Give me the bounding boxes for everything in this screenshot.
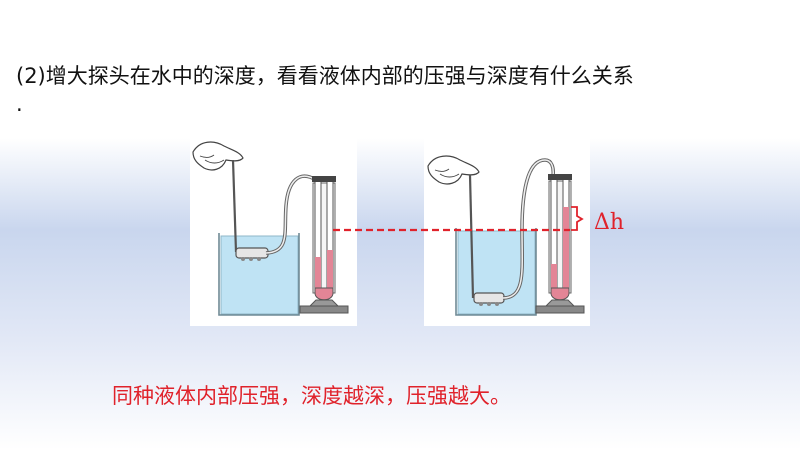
left-rubber-tube-inner xyxy=(265,175,317,254)
right-hand-fingers xyxy=(434,168,460,178)
right-probe-rod xyxy=(468,174,475,299)
left-tube-cap xyxy=(312,176,336,182)
question-text: (2)增大探头在水中的深度，看看液体内部的压强与深度有什么关系 . xyxy=(16,58,796,122)
left-hand xyxy=(192,141,244,171)
right-probe-head xyxy=(473,292,505,304)
left-liquid-column xyxy=(315,257,321,290)
right-u-bend xyxy=(550,287,570,301)
left-probe-dot xyxy=(257,257,261,261)
left-stand-base xyxy=(299,305,349,314)
right-probe-dot xyxy=(487,302,491,306)
shallow-probe-figure xyxy=(190,138,357,326)
right-liquid-column xyxy=(563,207,569,290)
question-line: (2)增大探头在水中的深度，看看液体内部的压强与深度有什么关系 xyxy=(16,64,634,88)
right-probe-dot xyxy=(495,302,499,306)
right-beaker xyxy=(455,228,537,316)
left-beaker xyxy=(218,233,300,316)
right-tube-cap xyxy=(548,174,572,180)
left-probe-dot xyxy=(249,257,253,261)
left-water xyxy=(220,235,299,315)
question-period: . xyxy=(16,92,23,116)
left-probe-head xyxy=(235,247,269,259)
conclusion-text: 同种液体内部压强，深度越深，压强越大。 xyxy=(112,384,511,408)
delta-h-label: Δh xyxy=(594,210,624,235)
left-probe-dot xyxy=(241,257,245,261)
left-hand-fingers xyxy=(199,154,225,164)
right-stand-base xyxy=(535,305,585,314)
right-probe-dot xyxy=(479,302,483,306)
right-liquid-column xyxy=(551,264,557,290)
deep-probe-figure xyxy=(424,136,590,326)
right-hand xyxy=(427,155,480,185)
left-u-bend xyxy=(314,287,334,301)
right-rubber-tube-inner xyxy=(502,159,554,299)
delta-h-brace xyxy=(571,206,584,231)
left-liquid-column xyxy=(327,250,333,290)
left-probe-rod xyxy=(231,159,238,253)
